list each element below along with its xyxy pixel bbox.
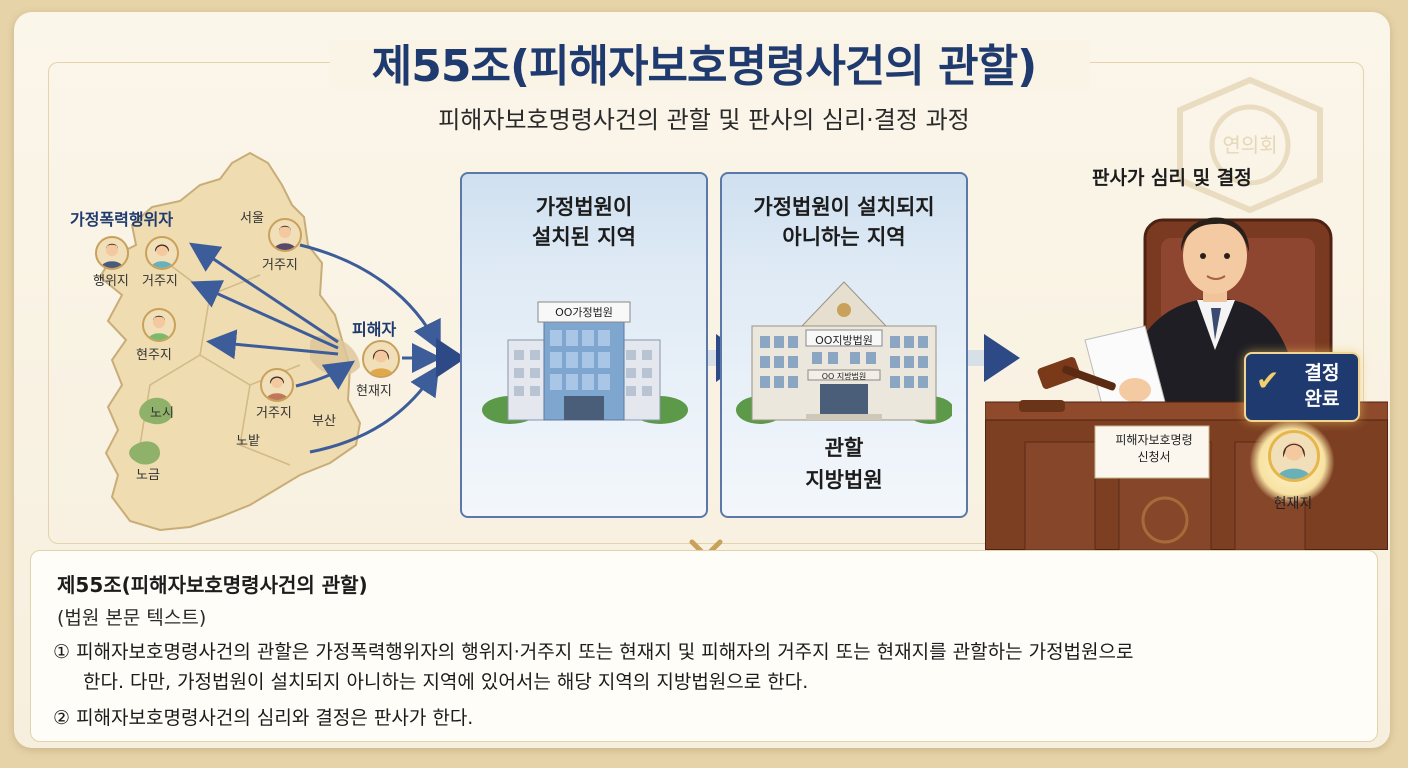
desk-document-label-line1: 피해자보호명령 [1115, 433, 1193, 447]
victim-title: 피해자 [352, 320, 397, 339]
panel-family-court: 가정법원이 설치된 지역 OO가정법원 [460, 172, 708, 518]
family-court-sign: OO가정법원 [555, 306, 613, 319]
panel-family-court-heading-line2: 설치된 지역 [532, 225, 636, 249]
decision-complete-text: 결정 완료 [1292, 360, 1352, 412]
offender-avatar-act [95, 236, 129, 270]
title-mask [330, 40, 1090, 90]
victim-glow-label: 현재지 [1273, 496, 1313, 512]
decision-complete-line2: 완료 [1304, 388, 1340, 410]
panel-family-court-heading-line1: 가정법원이 [535, 195, 633, 219]
label-nosi: 노시 [150, 406, 174, 421]
law-text-box: 제55조(피해자보호명령사건의 관할) (법원 본문 텍스트) ① 피해자보호명… [30, 550, 1378, 742]
desk-document-label-line2: 신청서 [1137, 450, 1171, 464]
decision-complete-line1: 결정 [1304, 362, 1340, 384]
district-court-lower-sign: OO 지방법원 [821, 372, 867, 381]
desk-document [1094, 425, 1210, 479]
offender-avatar-residence [145, 236, 179, 270]
panel-district-court: 가정법원이 설치되지 아니하는 지역 OO지방법원 OO 지방법원 관할 지방법… [720, 172, 968, 518]
avatar-present [142, 308, 176, 342]
district-court-sign: OO지방법원 [815, 334, 873, 347]
avatar-seoul [268, 218, 302, 252]
page-title: 제55조(피해자보호명령사건의 관할) [371, 41, 1038, 92]
victim-avatar [362, 340, 400, 378]
label-present-left: 현주지 [136, 348, 172, 363]
seal-watermark-icon: 연의회 [1177, 76, 1323, 214]
avatar-mid [260, 368, 294, 402]
panel-family-court-heading: 가정법원이 설치된 지역 [462, 192, 706, 252]
law-text-note: (법원 본문 텍스트) [57, 607, 207, 629]
law-text-paragraph-2: ② 피해자보호명령사건의 심리와 결정은 판사가 한다. [53, 707, 474, 729]
label-act-place: 행위지 [93, 274, 129, 289]
label-busan: 부산 [312, 414, 336, 429]
panel-district-court-heading-line2: 아니하는 지역 [782, 225, 906, 249]
panel-district-court-foot: 관할 지방법원 [722, 432, 966, 496]
panel-district-court-heading-line1: 가정법원이 설치되지 [753, 195, 935, 219]
offender-title: 가정폭력행위자 [70, 210, 174, 229]
law-text-paragraph-1-line1: ① 피해자보호명령사건의 관할은 가정폭력행위자의 행위지·거주지 또는 현재지… [53, 641, 1134, 663]
label-residence-mid: 거주지 [256, 406, 292, 421]
seal-watermark-text: 연의회 [1222, 133, 1277, 157]
check-icon: ✔ [1256, 364, 1280, 397]
judge-face [1183, 218, 1247, 294]
decision-complete-badge: ✔ 결정 완료 [1244, 352, 1360, 422]
label-residence-left: 거주지 [142, 274, 178, 289]
law-text-paragraph-1-line2: 한다. 다만, 가정법원이 설치되지 아니하는 지역에 있어서는 해당 지역의 … [83, 671, 809, 693]
label-residence-top: 거주지 [262, 258, 298, 273]
district-court-building-icon [736, 281, 952, 424]
label-nobap: 노밭 [236, 434, 260, 449]
panel-district-court-heading: 가정법원이 설치되지 아니하는 지역 [722, 192, 966, 252]
page-subtitle: 피해자보호명령사건의 관할 및 판사의 심리·결정 과정 [438, 106, 970, 134]
label-present-victim: 현재지 [356, 384, 392, 399]
law-text-paragraph-1: ① 피해자보호명령사건의 관할은 가정폭력행위자의 행위지·거주지 또는 현재지… [53, 637, 1363, 697]
victim-glow-avatar [1268, 430, 1320, 482]
law-text-title: 제55조(피해자보호명령사건의 관할) [57, 573, 368, 597]
judge-title: 판사가 심리 및 결정 [1092, 167, 1252, 189]
panel-district-court-foot-line1: 관할 [824, 436, 864, 460]
family-court-building-icon [482, 301, 688, 424]
label-seoul: 서울 [240, 211, 264, 226]
desk-document-label: 피해자보호명령 신청서 [1098, 432, 1210, 466]
panel-district-court-foot-line2: 지방법원 [805, 468, 883, 492]
label-nogeum: 노금 [136, 468, 160, 483]
gavel-block [1019, 400, 1065, 412]
